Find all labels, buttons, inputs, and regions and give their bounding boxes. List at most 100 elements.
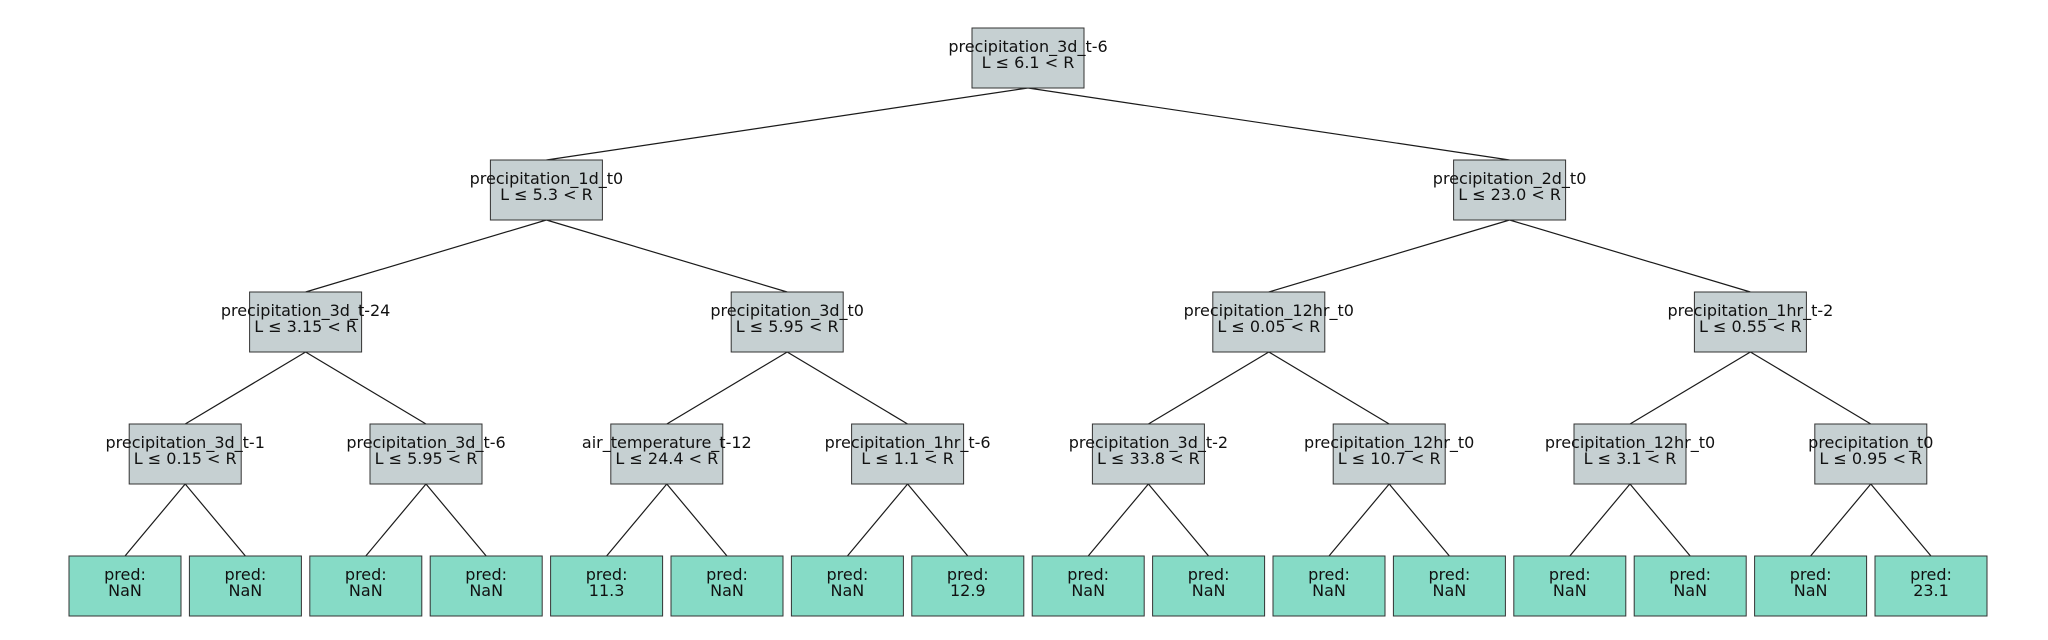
leaf-box xyxy=(911,555,1025,617)
split-node-precipitation-3d-t-24: precipitation_3d_t-24L ≤ 3.15 < R xyxy=(221,291,390,353)
tree-edge xyxy=(606,483,668,557)
split-node-air-temperature-t-12: air_temperature_t-12L ≤ 24.4 < R xyxy=(582,423,752,485)
split-node-precipitation-12hr-t0: precipitation_12hr_t0L ≤ 10.7 < R xyxy=(1304,423,1474,485)
split-node-precipitation-1hr-t-2: precipitation_1hr_t-2L ≤ 0.55 < R xyxy=(1667,291,1833,353)
pred-label: pred: xyxy=(1308,565,1350,584)
leaf-node: pred:NaN xyxy=(188,555,302,617)
split-feature-label: precipitation_1hr_t-6 xyxy=(825,433,991,453)
leaf-node: pred:NaN xyxy=(1272,555,1386,617)
leaf-box xyxy=(1152,555,1266,617)
tree-edge xyxy=(184,483,246,557)
leaf-box xyxy=(309,555,423,617)
split-box xyxy=(1212,291,1326,353)
split-node-precipitation-3d-t-6: precipitation_3d_t-6L ≤ 5.95 < R xyxy=(346,423,506,485)
tree-edge xyxy=(1268,351,1390,425)
leaf-node: pred:11.3 xyxy=(550,555,664,617)
split-feature-label: precipitation_12hr_t0 xyxy=(1304,433,1474,453)
leaf-box xyxy=(1633,555,1747,617)
pred-label: pred: xyxy=(1549,565,1591,584)
pred-label: pred: xyxy=(1790,565,1832,584)
pred-value: NaN xyxy=(1312,581,1346,600)
leaf-node: pred:NaN xyxy=(1633,555,1747,617)
pred-value: 11.3 xyxy=(589,581,625,600)
pred-label: pred: xyxy=(947,565,989,584)
pred-value: NaN xyxy=(1794,581,1828,600)
pred-value: NaN xyxy=(710,581,744,600)
leaf-node: pred:NaN xyxy=(1392,555,1506,617)
split-box xyxy=(971,27,1085,89)
tree-edge xyxy=(425,483,487,557)
split-box xyxy=(1453,159,1567,221)
pred-value: NaN xyxy=(1071,581,1105,600)
split-rule-label: L ≤ 0.15 < R xyxy=(134,449,237,468)
pred-label: pred: xyxy=(1910,565,1952,584)
split-box xyxy=(730,291,844,353)
pred-value: NaN xyxy=(469,581,503,600)
split-box xyxy=(610,423,724,485)
pred-value: 23.1 xyxy=(1913,581,1949,600)
split-rule-label: L ≤ 5.95 < R xyxy=(375,449,478,468)
split-feature-label: precipitation_2d_t0 xyxy=(1433,169,1587,189)
split-box xyxy=(1091,423,1205,485)
pred-value: NaN xyxy=(349,581,383,600)
split-node-precipitation-2d-t0: precipitation_2d_t0L ≤ 23.0 < R xyxy=(1433,159,1587,221)
leaf-box xyxy=(1754,555,1868,617)
split-rule-label: L ≤ 33.8 < R xyxy=(1097,449,1200,468)
tree-edge xyxy=(305,351,427,425)
split-box xyxy=(1693,291,1807,353)
pred-label: pred: xyxy=(1188,565,1230,584)
tree-edge xyxy=(1087,483,1149,557)
split-box xyxy=(1573,423,1687,485)
split-node-precipitation-3d-t-6: precipitation_3d_t-6L ≤ 6.1 < R xyxy=(948,27,1108,89)
leaf-box xyxy=(68,555,182,617)
leaf-node: pred:NaN xyxy=(1031,555,1145,617)
pred-label: pred: xyxy=(1669,565,1711,584)
leaf-box xyxy=(790,555,904,617)
tree-nodes: precipitation_3d_t-6L ≤ 6.1 < R precipita… xyxy=(68,27,1988,617)
pred-value: NaN xyxy=(1673,581,1707,600)
tree-edge xyxy=(1328,483,1390,557)
split-box xyxy=(489,159,603,221)
pred-value: NaN xyxy=(1433,581,1467,600)
split-feature-label: precipitation_12hr_t0 xyxy=(1184,301,1354,321)
split-rule-label: L ≤ 10.7 < R xyxy=(1338,449,1441,468)
tree-edge xyxy=(1810,483,1872,557)
leaf-box xyxy=(1392,555,1506,617)
split-feature-label: precipitation_3d_t0 xyxy=(710,301,864,321)
split-rule-label: L ≤ 0.95 < R xyxy=(1819,449,1922,468)
leaf-node: pred:NaN xyxy=(790,555,904,617)
leaf-box xyxy=(1031,555,1145,617)
tree-edge xyxy=(1629,351,1751,425)
pred-label: pred: xyxy=(465,565,507,584)
tree-edge xyxy=(1569,483,1631,557)
split-node-precipitation-12hr-t0: precipitation_12hr_t0L ≤ 0.05 < R xyxy=(1184,291,1354,353)
tree-edge xyxy=(1388,483,1450,557)
split-node-precipitation-12hr-t0: precipitation_12hr_t0L ≤ 3.1 < R xyxy=(1545,423,1715,485)
tree-edge xyxy=(1509,219,1751,293)
pred-value: NaN xyxy=(229,581,263,600)
split-rule-label: L ≤ 0.55 < R xyxy=(1699,317,1802,336)
pred-value: NaN xyxy=(1553,581,1587,600)
pred-value: NaN xyxy=(1192,581,1226,600)
split-feature-label: precipitation_3d_t-1 xyxy=(106,433,265,453)
tree-edge xyxy=(666,483,728,557)
pred-label: pred: xyxy=(827,565,869,584)
tree-edges xyxy=(124,87,1932,557)
pred-value: NaN xyxy=(108,581,142,600)
split-rule-label: L ≤ 24.4 < R xyxy=(615,449,718,468)
split-rule-label: L ≤ 5.3 < R xyxy=(500,185,593,204)
split-feature-label: precipitation_3d_t-6 xyxy=(346,433,505,453)
tree-edge xyxy=(1750,351,1872,425)
tree-edge xyxy=(305,219,547,293)
split-rule-label: L ≤ 23.0 < R xyxy=(1458,185,1561,204)
leaf-node: pred:NaN xyxy=(309,555,423,617)
split-rule-label: L ≤ 3.15 < R xyxy=(254,317,357,336)
leaf-box xyxy=(670,555,784,617)
leaf-box xyxy=(550,555,664,617)
tree-edge xyxy=(124,483,186,557)
split-rule-label: L ≤ 0.05 < R xyxy=(1217,317,1320,336)
split-feature-label: precipitation_t0 xyxy=(1808,433,1933,453)
split-box xyxy=(249,291,363,353)
pred-value: 12.9 xyxy=(950,581,986,600)
